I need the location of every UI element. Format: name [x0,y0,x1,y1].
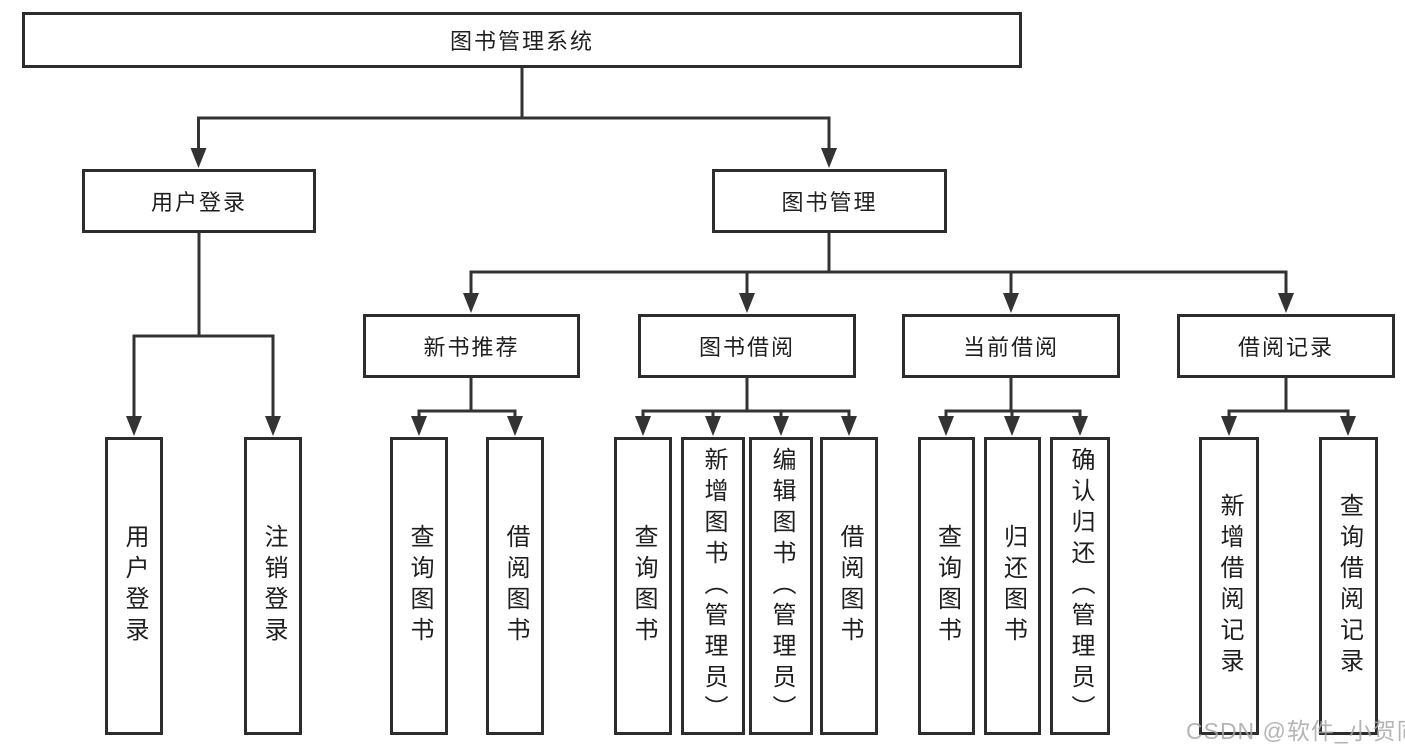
node-label: 当前借阅 [962,335,1059,360]
leaf-label: 编辑图书（管理员） [768,446,795,726]
leaf-newrec-query-books: 查询图书 [390,437,448,735]
leaf-label: 查询图书 [933,524,961,648]
leaf-label: 借阅图书 [502,524,529,648]
leaf-label: 查询借阅记录 [1335,493,1363,679]
leaf-borrow-borrow-books: 借阅图书 [820,437,878,735]
leaf-label: 查询图书 [630,524,657,648]
leaf-records-query-record: 查询借阅记录 [1319,437,1378,735]
leaf-current-return-books: 归还图书 [984,437,1041,735]
node-label: 借阅记录 [1237,335,1334,360]
leaf-borrow-edit-books-admin: 编辑图书（管理员） [749,437,813,735]
leaf-label: 借阅图书 [836,524,863,648]
leaf-label: 注销登录 [260,524,287,648]
node-library-management-system: 图书管理系统 [22,12,1022,68]
node-label: 图书借阅 [698,335,795,360]
node-borrowing-records: 借阅记录 [1177,314,1395,378]
node-label: 新书推荐 [423,335,520,360]
leaf-current-query-books: 查询图书 [918,437,975,735]
leaf-user-login: 用户登录 [105,437,163,735]
leaf-label: 确认归还（管理员） [1067,446,1094,726]
leaf-records-add-record: 新增借阅记录 [1199,437,1259,735]
leaf-current-confirm-return-admin: 确认归还（管理员） [1050,437,1110,735]
node-book-borrowing: 图书借阅 [638,314,856,378]
leaf-label: 用户登录 [121,524,148,648]
node-current-borrowing: 当前借阅 [902,314,1120,378]
node-new-book-recommend: 新书推荐 [363,314,580,378]
node-user-login: 用户登录 [82,169,316,233]
leaf-borrow-add-books-admin: 新增图书（管理员） [681,437,745,735]
leaf-label: 新增图书（管理员） [700,446,727,726]
leaf-label: 查询图书 [406,524,433,648]
node-label: 图书管理系统 [449,29,594,54]
csdn-watermark: CSDN @软件_小贺同学 [1186,718,1405,744]
leaf-logout: 注销登录 [244,437,302,735]
leaf-borrow-query-books: 查询图书 [614,437,672,735]
node-label: 用户登录 [150,190,247,215]
leaf-label: 归还图书 [999,524,1027,648]
node-label: 图书管理 [781,190,878,215]
leaf-newrec-borrow-books: 借阅图书 [486,437,544,735]
leaf-label: 新增借阅记录 [1216,493,1243,679]
node-book-management: 图书管理 [712,169,947,233]
